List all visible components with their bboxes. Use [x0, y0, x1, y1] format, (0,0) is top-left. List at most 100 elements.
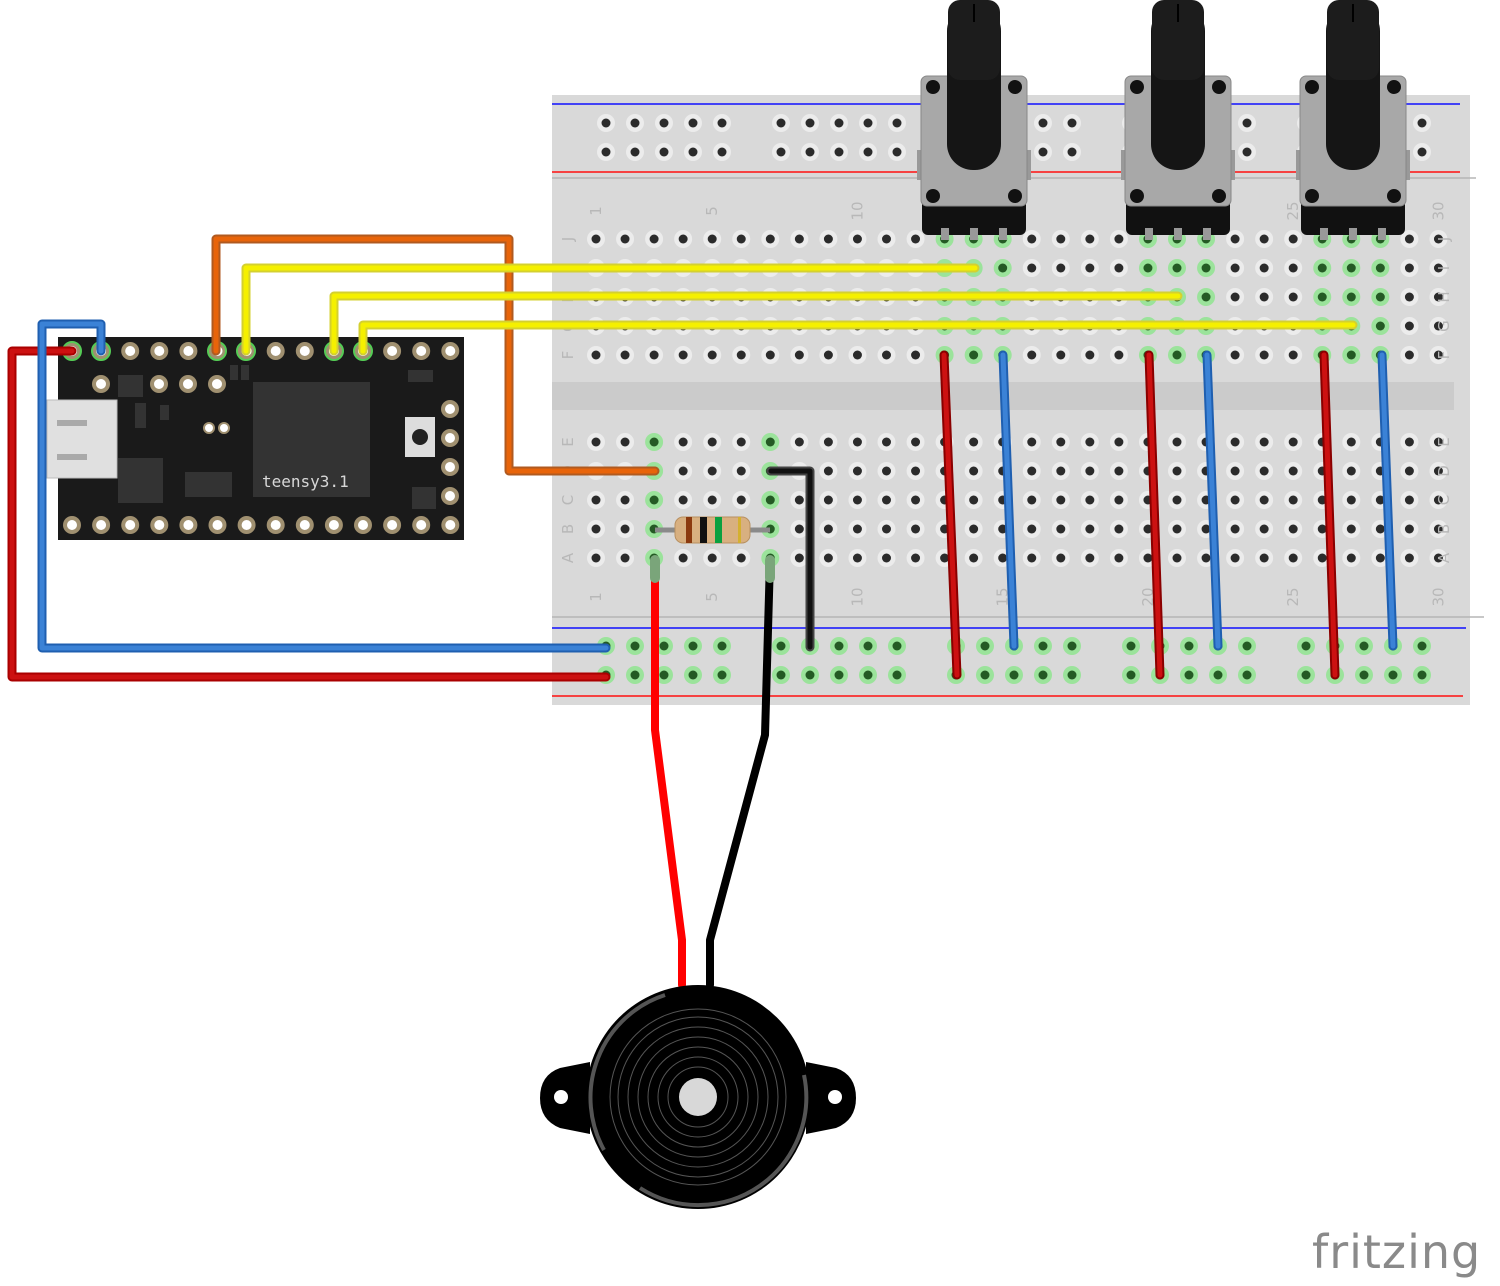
buzzer-mount-hole — [828, 1090, 842, 1104]
usb-pin — [57, 454, 87, 460]
rail-hole — [630, 118, 640, 128]
rail-hole — [1359, 670, 1369, 680]
rail-hole — [892, 147, 902, 157]
breadboard-hole — [911, 466, 921, 476]
teensy-pin-hole — [183, 379, 193, 389]
buzzer-ring — [609, 1008, 787, 1186]
breadboard-hole — [794, 437, 804, 447]
potentiometer — [1121, 0, 1235, 240]
pot-mount-hole — [1008, 80, 1022, 94]
rail-hole — [863, 118, 873, 128]
rail-hole — [1009, 670, 1019, 680]
breadboard-hole — [1433, 524, 1443, 534]
pot-mount-hole — [926, 189, 940, 203]
teensy-pin-hole — [416, 520, 427, 530]
teensy-pin-hole — [445, 491, 455, 501]
rail-hole — [1067, 641, 1077, 651]
resistor-body — [674, 516, 751, 544]
pot-mount-hole — [1387, 189, 1401, 203]
breadboard-hole — [736, 350, 746, 360]
rail-hole — [1417, 641, 1427, 651]
breadboard-hole — [823, 524, 833, 534]
column-label: 20 — [1139, 587, 1157, 606]
pot-knob — [1152, 0, 1204, 80]
rail-hole — [805, 118, 815, 128]
breadboard-hole — [882, 466, 891, 476]
breadboard-hole — [620, 524, 630, 534]
pot-leg — [970, 228, 978, 240]
breadboard-hole — [1056, 437, 1066, 447]
smd-part — [412, 487, 436, 509]
pot-wire-core — [941, 352, 960, 678]
row-label: G — [1435, 320, 1453, 332]
rail-hole — [1038, 147, 1048, 157]
row-label: B — [559, 524, 577, 534]
pot-side-tab — [1230, 150, 1235, 180]
rail-hole — [659, 118, 669, 128]
column-label: 30 — [1429, 587, 1447, 606]
breadboard-hole — [1433, 263, 1443, 273]
breadboard-hole — [1288, 437, 1298, 447]
smd-part — [135, 403, 146, 428]
breadboard-hole — [969, 466, 979, 476]
breadboard-hole — [794, 495, 804, 505]
breadboard-hole — [852, 524, 862, 534]
pot-wire-core — [1204, 352, 1221, 649]
wire-yellow-2-core — [331, 293, 1181, 354]
breadboard-hole — [1375, 263, 1385, 273]
breadboard-hole — [911, 495, 921, 505]
breadboard-hole — [591, 524, 601, 534]
breadboard-hole — [1375, 524, 1385, 534]
rail-hole — [1213, 670, 1223, 680]
rail-hole — [892, 670, 902, 680]
breadboard-hole — [1114, 350, 1124, 360]
buzzer-highlight — [638, 1074, 809, 1208]
usb-port — [46, 399, 118, 479]
pot-mount-hole — [1212, 80, 1226, 94]
breadboard-hole — [591, 495, 601, 505]
pot-wire-core — [1379, 352, 1396, 649]
breadboard-hole — [998, 263, 1008, 273]
column-label: 25 — [1284, 587, 1302, 606]
breadboard-hole — [1085, 234, 1095, 244]
breadboard-hole — [1433, 495, 1443, 505]
pot-mount-hole — [1305, 80, 1319, 94]
teensy-chip — [253, 382, 370, 497]
wire-orange-core — [213, 236, 658, 474]
column-label: 1 — [587, 206, 605, 216]
breadboard-hole — [1288, 466, 1298, 476]
teensy-pin-hole — [125, 520, 136, 530]
rail-hole — [834, 670, 844, 680]
breadboard-hole — [1433, 466, 1443, 476]
breadboard-hole — [1085, 466, 1095, 476]
smd-part — [118, 458, 163, 503]
breadboard-hole — [649, 495, 659, 505]
rail-hole — [776, 670, 786, 680]
teensy-pin-hole — [445, 433, 455, 443]
rail-hole — [834, 147, 844, 157]
breadboard-hole — [1346, 263, 1356, 273]
breadboard-hole — [736, 234, 746, 244]
breadboard-hole — [1201, 292, 1211, 302]
rail-hole — [776, 147, 786, 157]
breadboard-hole — [591, 350, 601, 360]
breadboard-hole — [1433, 234, 1443, 244]
rail-hole — [1301, 670, 1311, 680]
pot-leg — [1203, 228, 1211, 240]
breadboard-hole — [591, 437, 601, 447]
breadboard-hole — [911, 234, 921, 244]
breadboard-hole — [620, 350, 630, 360]
teensy-pin-hole — [154, 520, 165, 530]
buzzer-ring — [617, 1016, 779, 1178]
breadboard-hole — [1259, 495, 1269, 505]
rail-hole — [776, 118, 786, 128]
breadboard-hole — [1027, 553, 1037, 563]
teensy-pin-hole — [96, 520, 107, 530]
breadboard-hole — [707, 234, 717, 244]
breadboard-hole — [620, 437, 630, 447]
row-label: F — [1435, 351, 1453, 360]
pot-wire-core — [1146, 352, 1163, 678]
breadboard-hole — [1433, 553, 1443, 563]
breadboard-hole — [1288, 292, 1298, 302]
pot-wire-core — [1000, 352, 1017, 649]
